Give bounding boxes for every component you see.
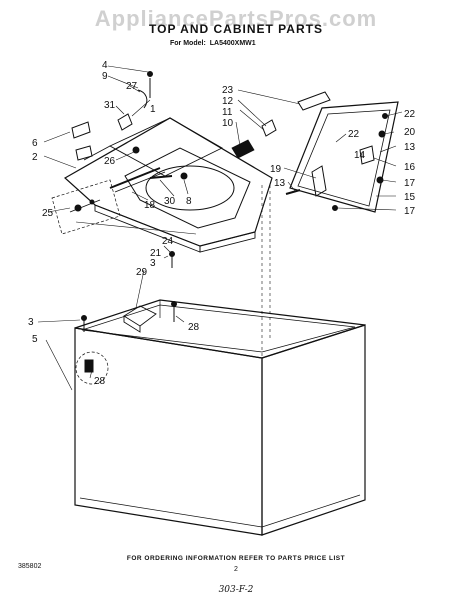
document-number: 385802 bbox=[18, 563, 42, 570]
callout-27: 27 bbox=[126, 81, 138, 92]
callout-26: 26 bbox=[104, 156, 116, 167]
callout-13-left: 13 bbox=[274, 178, 286, 189]
callout-15: 15 bbox=[404, 192, 416, 203]
handwritten-note: 303-F-2 bbox=[218, 585, 254, 595]
callout-25: 25 bbox=[42, 208, 54, 219]
callout-5: 5 bbox=[32, 334, 38, 345]
callout-3-upper: 3 bbox=[150, 258, 156, 269]
watermark: AppliancePartsPros.com bbox=[94, 6, 378, 31]
callout-9: 9 bbox=[102, 71, 108, 82]
callout-30: 30 bbox=[164, 196, 176, 207]
callout-17-lower: 17 bbox=[404, 206, 416, 217]
callout-18: 18 bbox=[144, 200, 156, 211]
callout-14: 14 bbox=[354, 150, 366, 161]
callout-2: 2 bbox=[32, 152, 38, 163]
callout-12: 12 bbox=[222, 96, 234, 107]
callout-22-right: 22 bbox=[404, 109, 416, 120]
model-line: For Model:LA5400XMW1 bbox=[170, 40, 310, 47]
cabinet-front bbox=[74, 327, 263, 536]
tub-ring bbox=[145, 165, 235, 211]
top-panel-outline bbox=[63, 117, 273, 247]
callout-21: 21 bbox=[150, 248, 162, 259]
callout-4: 4 bbox=[102, 60, 108, 71]
callout-labels: 4 9 27 31 1 6 2 26 30 8 18 25 24 21 3 29… bbox=[28, 60, 416, 387]
callout-28-bracket: 28 bbox=[188, 322, 200, 333]
callout-29: 29 bbox=[136, 267, 148, 278]
callout-23: 23 bbox=[222, 85, 234, 96]
callout-16: 16 bbox=[404, 162, 416, 173]
lid-outline bbox=[289, 101, 399, 213]
callout-8: 8 bbox=[186, 196, 192, 207]
callout-11: 11 bbox=[222, 107, 233, 118]
lid-opening bbox=[124, 147, 251, 229]
callout-17-upper: 17 bbox=[404, 178, 416, 189]
lid bbox=[285, 91, 399, 213]
bracket-29 bbox=[123, 305, 157, 333]
part-25-group bbox=[51, 179, 121, 235]
model-number: LA5400XMW1 bbox=[209, 40, 256, 47]
cabinet-label bbox=[75, 351, 109, 385]
top-panel bbox=[63, 117, 273, 253]
screw-28 bbox=[171, 301, 177, 322]
callout-20: 20 bbox=[404, 127, 416, 138]
diagram-title: TOP AND CABINET PARTS bbox=[149, 22, 323, 36]
cabinet bbox=[74, 185, 366, 536]
cabinet-side bbox=[261, 324, 366, 536]
leader-lines bbox=[37, 65, 403, 391]
callout-10: 10 bbox=[222, 118, 234, 129]
callout-3-lower: 3 bbox=[28, 317, 34, 328]
callout-1: 1 bbox=[150, 104, 156, 115]
callout-22-center: 22 bbox=[348, 129, 360, 140]
lid-handle bbox=[297, 91, 331, 111]
model-prefix: For Model: bbox=[170, 40, 206, 47]
callout-13-right: 13 bbox=[404, 142, 416, 153]
callout-19: 19 bbox=[270, 164, 282, 175]
page-number: 2 bbox=[234, 566, 238, 573]
callout-24: 24 bbox=[162, 236, 174, 247]
cabinet-top-rim bbox=[74, 299, 366, 359]
ordering-note: FOR ORDERING INFORMATION REFER TO PARTS … bbox=[126, 555, 346, 562]
callout-31: 31 bbox=[104, 100, 116, 111]
callout-28-cabinet: 28 bbox=[94, 376, 106, 387]
hinge-parts bbox=[71, 71, 153, 161]
lid-switch bbox=[231, 119, 277, 159]
callout-6: 6 bbox=[32, 138, 38, 149]
